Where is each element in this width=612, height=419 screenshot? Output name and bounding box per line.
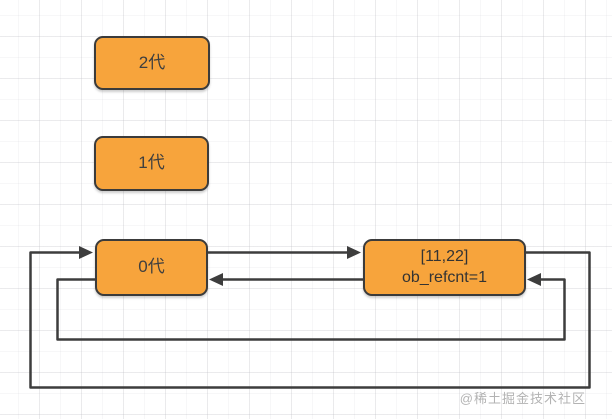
generation-box-1-label: 1代	[138, 153, 165, 173]
watermark-text: @稀土掘金技术社区	[459, 391, 586, 406]
arrow-gen0-to-object	[206, 246, 361, 259]
object-node-refcount: ob_refcnt=1	[402, 268, 487, 286]
generation-box-1: 1代	[94, 136, 209, 191]
generation-box-0: 0代	[95, 239, 208, 296]
generation-box-2: 2代	[94, 36, 210, 90]
object-node-box: [11,22] ob_refcnt=1	[363, 239, 526, 296]
arrow-object-to-gen0	[209, 273, 365, 286]
generation-box-0-label: 0代	[138, 257, 165, 277]
object-node-value: [11,22]	[420, 247, 469, 265]
generation-box-2-label: 2代	[138, 52, 166, 72]
